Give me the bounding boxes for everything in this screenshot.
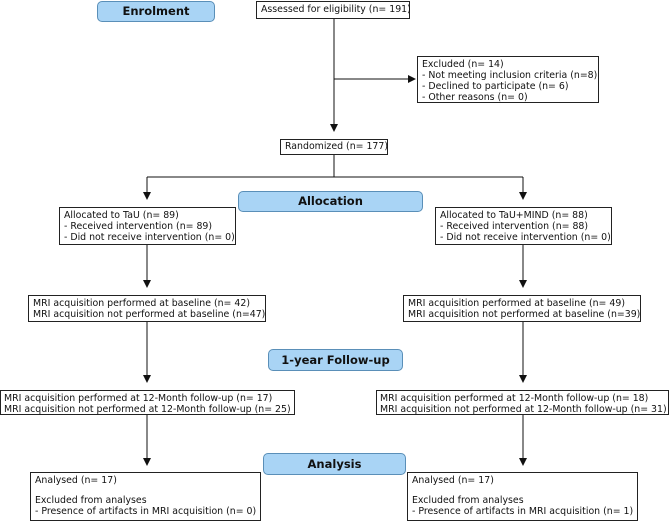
excluded-reason: - Other reasons (n= 0) (422, 92, 528, 103)
assessed-box: Assessed for eligibility (n= 191) (256, 1, 411, 19)
stage-enrolment: Enrolment (97, 1, 215, 22)
left-followup-box: MRI acquisition performed at 12-Month fo… (0, 390, 295, 415)
left-excluded-reason: - Presence of artifacts in MRI acquisiti… (35, 506, 257, 517)
right-not-received-text: - Did not receive intervention (n= 0) (440, 232, 611, 243)
excluded-title: Excluded (n= 14) (422, 59, 504, 70)
randomized-text: Randomized (n= 177) (285, 141, 389, 152)
assessed-text: Assessed for eligibility (n= 191) (261, 4, 411, 15)
left-mri-baseline-yes: MRI acquisition performed at baseline (n… (33, 298, 250, 309)
stage-analysis: Analysis (263, 453, 406, 475)
right-mri-baseline-yes: MRI acquisition performed at baseline (n… (408, 298, 625, 309)
left-not-received-text: - Did not receive intervention (n= 0) (64, 232, 235, 243)
right-followup-box: MRI acquisition performed at 12-Month fo… (376, 390, 669, 415)
right-allocation-box: Allocated to TaU+MIND (n= 88) - Received… (435, 207, 612, 245)
left-baseline-box: MRI acquisition performed at baseline (n… (28, 295, 266, 322)
right-excluded-title: Excluded from analyses (412, 495, 524, 506)
right-baseline-box: MRI acquisition performed at baseline (n… (403, 295, 641, 322)
right-mri-followup-yes: MRI acquisition performed at 12-Month fo… (380, 393, 649, 404)
left-mri-baseline-no: MRI acquisition not performed at baselin… (33, 309, 266, 320)
stage-allocation: Allocation (238, 191, 423, 212)
left-received-text: - Received intervention (n= 89) (64, 221, 213, 232)
left-allocation-box: Allocated to TaU (n= 89) - Received inte… (59, 207, 236, 245)
right-received-text: - Received intervention (n= 88) (440, 221, 589, 232)
randomized-box: Randomized (n= 177) (280, 139, 388, 155)
right-analysis-box: Analysed (n= 17) Excluded from analyses … (407, 472, 638, 521)
right-analysed-text: Analysed (n= 17) (412, 475, 494, 486)
left-mri-followup-yes: MRI acquisition performed at 12-Month fo… (4, 393, 273, 404)
stage-followup: 1-year Follow-up (268, 349, 403, 371)
left-analysis-box: Analysed (n= 17) Excluded from analyses … (30, 472, 261, 521)
right-mri-baseline-no: MRI acquisition not performed at baselin… (408, 309, 641, 320)
left-analysed-text: Analysed (n= 17) (35, 475, 117, 486)
left-allocated-text: Allocated to TaU (n= 89) (64, 210, 179, 221)
excluded-reason: - Not meeting inclusion criteria (n=8) (422, 70, 598, 81)
excluded-reason: - Declined to participate (n= 6) (422, 81, 569, 92)
left-mri-followup-no: MRI acquisition not performed at 12-Mont… (4, 404, 291, 415)
excluded-box: Excluded (n= 14) - Not meeting inclusion… (417, 56, 599, 103)
right-mri-followup-no: MRI acquisition not performed at 12-Mont… (380, 404, 667, 415)
right-excluded-reason: - Presence of artifacts in MRI acquisiti… (412, 506, 634, 517)
left-excluded-title: Excluded from analyses (35, 495, 147, 506)
right-allocated-text: Allocated to TaU+MIND (n= 88) (440, 210, 588, 221)
